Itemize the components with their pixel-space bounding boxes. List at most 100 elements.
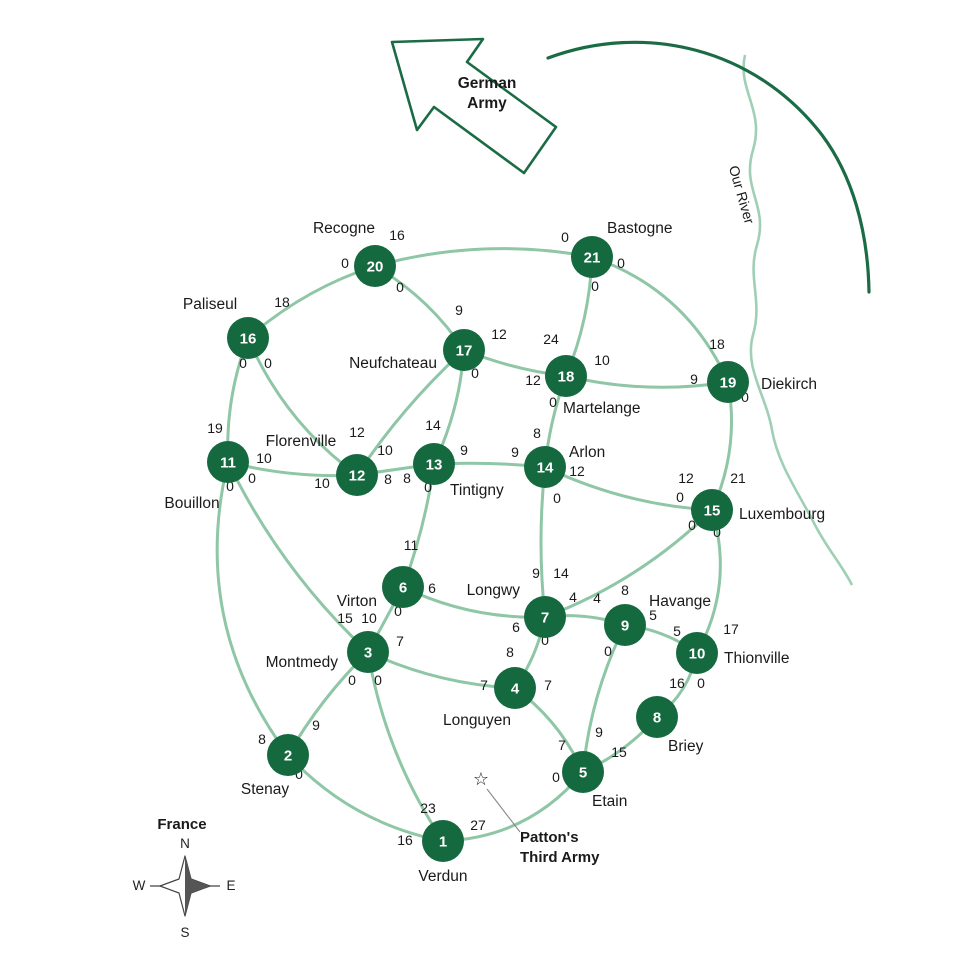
- town-label-paliseul: Paliseul: [183, 296, 237, 313]
- road-3-1: [366, 650, 445, 843]
- town-label-longuyen: Longuyen: [443, 712, 511, 729]
- edge-weight-label: 8: [384, 471, 392, 487]
- edge-weight-label: 9: [455, 302, 463, 318]
- edge-weight-label: 12: [678, 470, 694, 486]
- edge-weight-label: 0: [688, 517, 696, 533]
- edge-weight-label: 6: [428, 580, 436, 596]
- edge-weight-label: 9: [532, 565, 540, 581]
- node-number: 11: [220, 455, 236, 472]
- edge-weight-label: 4: [593, 590, 601, 606]
- node-12: 12: [336, 454, 378, 496]
- edge-weight-label: 12: [349, 424, 365, 440]
- edge-weight-label: 18: [274, 294, 290, 310]
- town-label-neufchateau: Neufchateau: [349, 355, 437, 372]
- node-21: 21: [571, 236, 613, 278]
- node-circle: [676, 632, 718, 674]
- edge-weight-label: 0: [552, 769, 560, 785]
- node-16: 16: [227, 317, 269, 359]
- town-label-thionville: Thionville: [724, 650, 789, 667]
- node-circle: [524, 446, 566, 488]
- node-number: 21: [584, 250, 601, 267]
- node-15: 15: [691, 489, 733, 531]
- town-label-virton: Virton: [337, 593, 377, 610]
- node-9: 9: [604, 604, 646, 646]
- node-4: 4: [494, 667, 536, 709]
- compass-star-shaded-half: [185, 856, 210, 916]
- node-5: 5: [562, 751, 604, 793]
- node-number: 18: [558, 369, 575, 386]
- node-circle: [267, 734, 309, 776]
- edge-weight-label: 8: [258, 731, 266, 747]
- town-label-arlon: Arlon: [569, 444, 605, 461]
- road-2-1: [286, 753, 445, 843]
- node-circle: [604, 604, 646, 646]
- edge-weight-label: 0: [248, 470, 256, 486]
- town-label-martelange: Martelange: [563, 400, 641, 417]
- edge-weight-label: 0: [394, 603, 402, 619]
- town-label-bouillon: Bouillon: [164, 495, 219, 512]
- road-14-7: [539, 465, 547, 619]
- edge-weight-label: 0: [713, 524, 721, 540]
- node-circle: [691, 489, 733, 531]
- road-15-7: [543, 508, 714, 619]
- node-circle: [382, 566, 424, 608]
- town-label-bastogne: Bastogne: [607, 220, 673, 237]
- node-number: 6: [399, 580, 407, 597]
- node-number: 17: [456, 343, 473, 360]
- node-circle: [336, 454, 378, 496]
- node-circle: [562, 751, 604, 793]
- node-circle: [413, 443, 455, 485]
- edge-weight-label: 14: [425, 417, 441, 433]
- node-circle: [347, 631, 389, 673]
- edge-weight-label: 8: [533, 425, 541, 441]
- town-label-montmedy: Montmedy: [266, 654, 339, 671]
- town-label-diekirch: Diekirch: [761, 376, 817, 393]
- node-number: 10: [689, 646, 706, 663]
- our-river: [742, 54, 854, 586]
- node-number: 16: [240, 331, 257, 348]
- edge-weight-label: 10: [594, 352, 610, 368]
- node-number: 14: [537, 460, 554, 477]
- node-circle: [207, 441, 249, 483]
- node-6: 6: [382, 566, 424, 608]
- node-circle: [227, 317, 269, 359]
- edge-weight-label: 7: [480, 677, 488, 693]
- node-number: 15: [704, 503, 721, 520]
- town-label-briey: Briey: [668, 738, 704, 755]
- edge-weight-label: 12: [569, 463, 585, 479]
- edge-weight-label: 9: [511, 444, 519, 460]
- node-7: 7: [524, 596, 566, 638]
- patton-label: Third Army: [520, 849, 600, 866]
- german-army-label: Army: [467, 95, 507, 112]
- edge-weight-label: 8: [621, 582, 629, 598]
- edge-weight-label: 0: [348, 672, 356, 688]
- compass-n: N: [180, 836, 190, 851]
- compass-w: W: [133, 878, 146, 893]
- town-label-luxembourg: Luxembourg: [739, 506, 825, 523]
- edge-weight-label: 6: [512, 619, 520, 635]
- edge-weight-label: 10: [377, 442, 393, 458]
- edge-weight-label: 0: [264, 355, 272, 371]
- german-army-arrow: [390, 37, 558, 175]
- road-16-20: [246, 264, 377, 340]
- edge-weight-label: 16: [397, 832, 413, 848]
- patton-star-marker: ☆: [473, 769, 489, 789]
- node-number: 4: [511, 681, 520, 698]
- edge-weight-label: 0: [295, 766, 303, 782]
- edge-weight-label: 0: [341, 255, 349, 271]
- town-label-recogne: Recogne: [313, 220, 375, 237]
- node-circle: [422, 820, 464, 862]
- node-circle: [524, 596, 566, 638]
- edge-weight-label: 7: [396, 633, 404, 649]
- road-11-3: [226, 460, 370, 654]
- german-army-label: German: [458, 75, 517, 92]
- node-circle: [545, 355, 587, 397]
- edge-weight-label: 0: [591, 278, 599, 294]
- edge-weight-label: 0: [239, 355, 247, 371]
- compass-e: E: [226, 878, 235, 893]
- edge-weight-label: 8: [403, 470, 411, 486]
- edge-weight-label: 9: [460, 442, 468, 458]
